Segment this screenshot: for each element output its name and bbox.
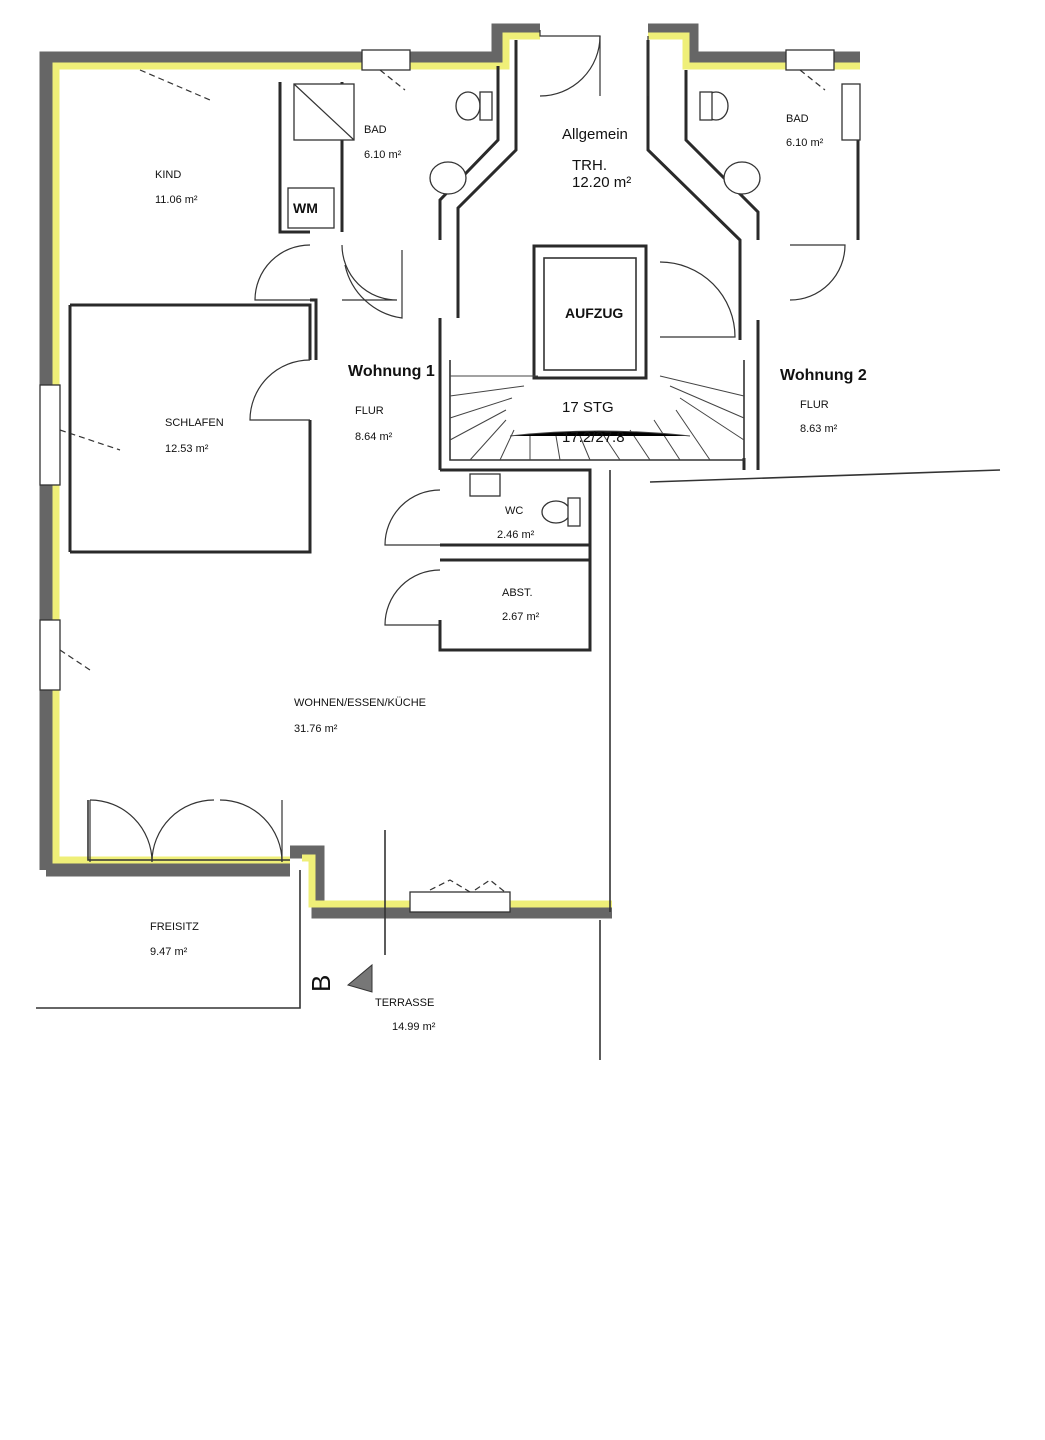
windows (39, 49, 835, 913)
room-label-flur-2: FLUR (800, 399, 829, 411)
section-arrow-icon (346, 963, 373, 993)
room-sub-allgemein: TRH. (572, 157, 607, 174)
room-area-wc: 2.46 m² (497, 529, 535, 541)
wc-toilet-icon (541, 500, 571, 524)
room-area-kind: 11.06 m² (155, 194, 198, 206)
section-marker-label: B (306, 975, 336, 992)
elevator-and-stairs (449, 244, 745, 461)
room-label-flur-1: FLUR (355, 405, 384, 417)
room-area-schlafen: 12.53 m² (165, 443, 209, 455)
room-area-flur-2: 8.63 m² (800, 423, 838, 435)
room-labels: KIND 11.06 m² BAD 6.10 m² Allgemein TRH.… (150, 113, 867, 1033)
exterior-walls (39, 23, 860, 919)
sink-icon-2 (723, 161, 761, 195)
doors (89, 30, 846, 863)
unit-label-wohnung-1: Wohnung 1 (348, 363, 435, 380)
wc-sink-icon (469, 473, 501, 497)
section-marker: B (306, 963, 373, 993)
sanitary-fixtures (287, 83, 861, 527)
room-area-allgemein: 12.20 m² (572, 174, 631, 191)
stairs-ratio-label: 17.2/27.8 (562, 429, 625, 446)
room-label-wc: WC (505, 505, 523, 517)
room-label-terrasse: TERRASSE (375, 997, 434, 1009)
room-label-allgemein: Allgemein (562, 126, 628, 143)
room-label-schlafen: SCHLAFEN (165, 417, 224, 429)
room-area-terrasse: 14.99 m² (392, 1021, 436, 1033)
elevator-label: AUFZUG (565, 305, 623, 321)
room-label-bad-1: BAD (364, 124, 387, 136)
room-label-kind: KIND (155, 169, 181, 181)
toilet-icon (455, 91, 481, 121)
stair-treads (449, 375, 745, 461)
room-area-freisitz: 9.47 m² (150, 946, 188, 958)
room-area-abst: 2.67 m² (502, 611, 540, 623)
room-label-abst: ABST. (502, 587, 533, 599)
sink-icon (429, 161, 467, 195)
room-area-wohnen: 31.76 m² (294, 723, 338, 735)
stairs-count-label: 17 STG (562, 399, 614, 416)
room-label-bad-2: BAD (786, 113, 809, 125)
washing-machine-box (287, 187, 335, 229)
unit-label-wohnung-2: Wohnung 2 (780, 367, 867, 384)
interior-walls (36, 40, 1001, 1060)
room-label-freisitz: FREISITZ (150, 921, 199, 933)
room-area-flur-1: 8.64 m² (355, 431, 393, 443)
room-area-bad-1: 6.10 m² (364, 149, 402, 161)
washing-machine-label: WM (293, 200, 318, 216)
room-area-bad-2: 6.10 m² (786, 137, 824, 149)
room-label-wohnen: WOHNEN/ESSEN/KÜCHE (294, 697, 426, 709)
